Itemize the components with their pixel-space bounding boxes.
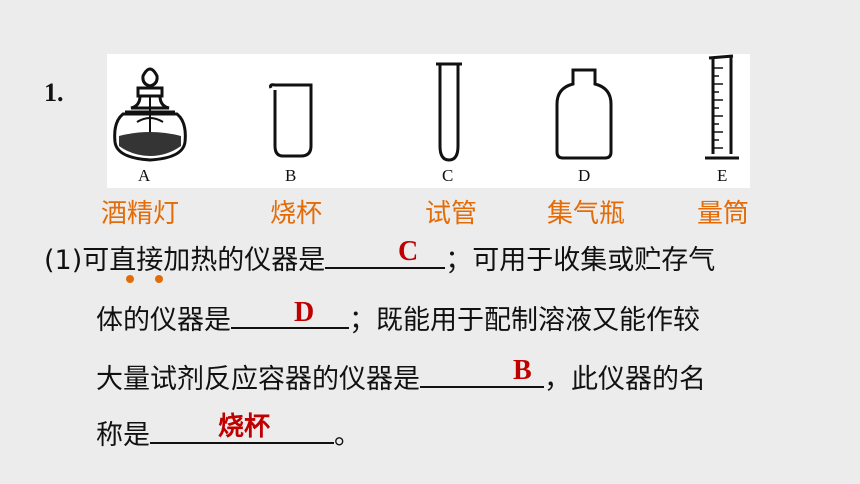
line2-prefix: 体的仪器是 [96,305,231,336]
apparatus-name-d: 集气瓶 [547,199,626,229]
gas-bottle-icon [555,68,613,160]
test-tube-icon [436,62,462,162]
apparatus-letter-d: D [578,166,591,185]
emphasis-dot [126,275,134,283]
line1-prefix: (1)可直接加热的仪器是 [44,245,326,276]
line4-prefix: 称是 [96,420,150,451]
line3-suffix: ，此仪器的名 [544,364,706,395]
answer-1: C [398,236,419,267]
apparatus-name-a: 酒精灯 [101,199,180,229]
question-number: 1. [44,78,64,107]
graduated-cylinder-icon [705,54,739,160]
apparatus-name-e: 量筒 [697,199,750,229]
apparatus-letter-b: B [285,166,297,185]
apparatus-name-b: 烧杯 [270,199,323,229]
answer-2: D [294,297,315,328]
answer-3: B [513,355,532,386]
alcohol-lamp-icon [113,67,187,162]
apparatus-figure: A B C D E [107,54,750,188]
line3-prefix: 大量试剂反应容器的仪器是 [96,364,420,395]
question-line-1: (1)可直接加热的仪器是 ；可用于收集或贮存气 [44,238,715,277]
line1-suffix: ；可用于收集或贮存气 [445,245,716,276]
line4-suffix: 。 [334,420,361,451]
answer-blank-3[interactable] [420,359,544,388]
answer-blank-4[interactable] [150,415,334,444]
question-line-2: 体的仪器是 ；既能用于配制溶液又能作较 [96,298,700,337]
line2-suffix: ；既能用于配制溶液又能作较 [349,305,700,336]
apparatus-letter-e: E [717,166,728,185]
question-line-4: 称是 。 [96,413,361,452]
emphasis-dot [155,275,163,283]
apparatus-name-c: 试管 [425,199,478,229]
beaker-icon [269,83,313,158]
answer-blank-2[interactable] [231,300,349,329]
answer-4: 烧杯 [218,412,271,442]
question-line-3: 大量试剂反应容器的仪器是 ，此仪器的名 [96,357,706,396]
answer-blank-1[interactable] [325,240,446,269]
apparatus-letter-c: C [442,166,454,185]
apparatus-letter-a: A [138,166,151,185]
